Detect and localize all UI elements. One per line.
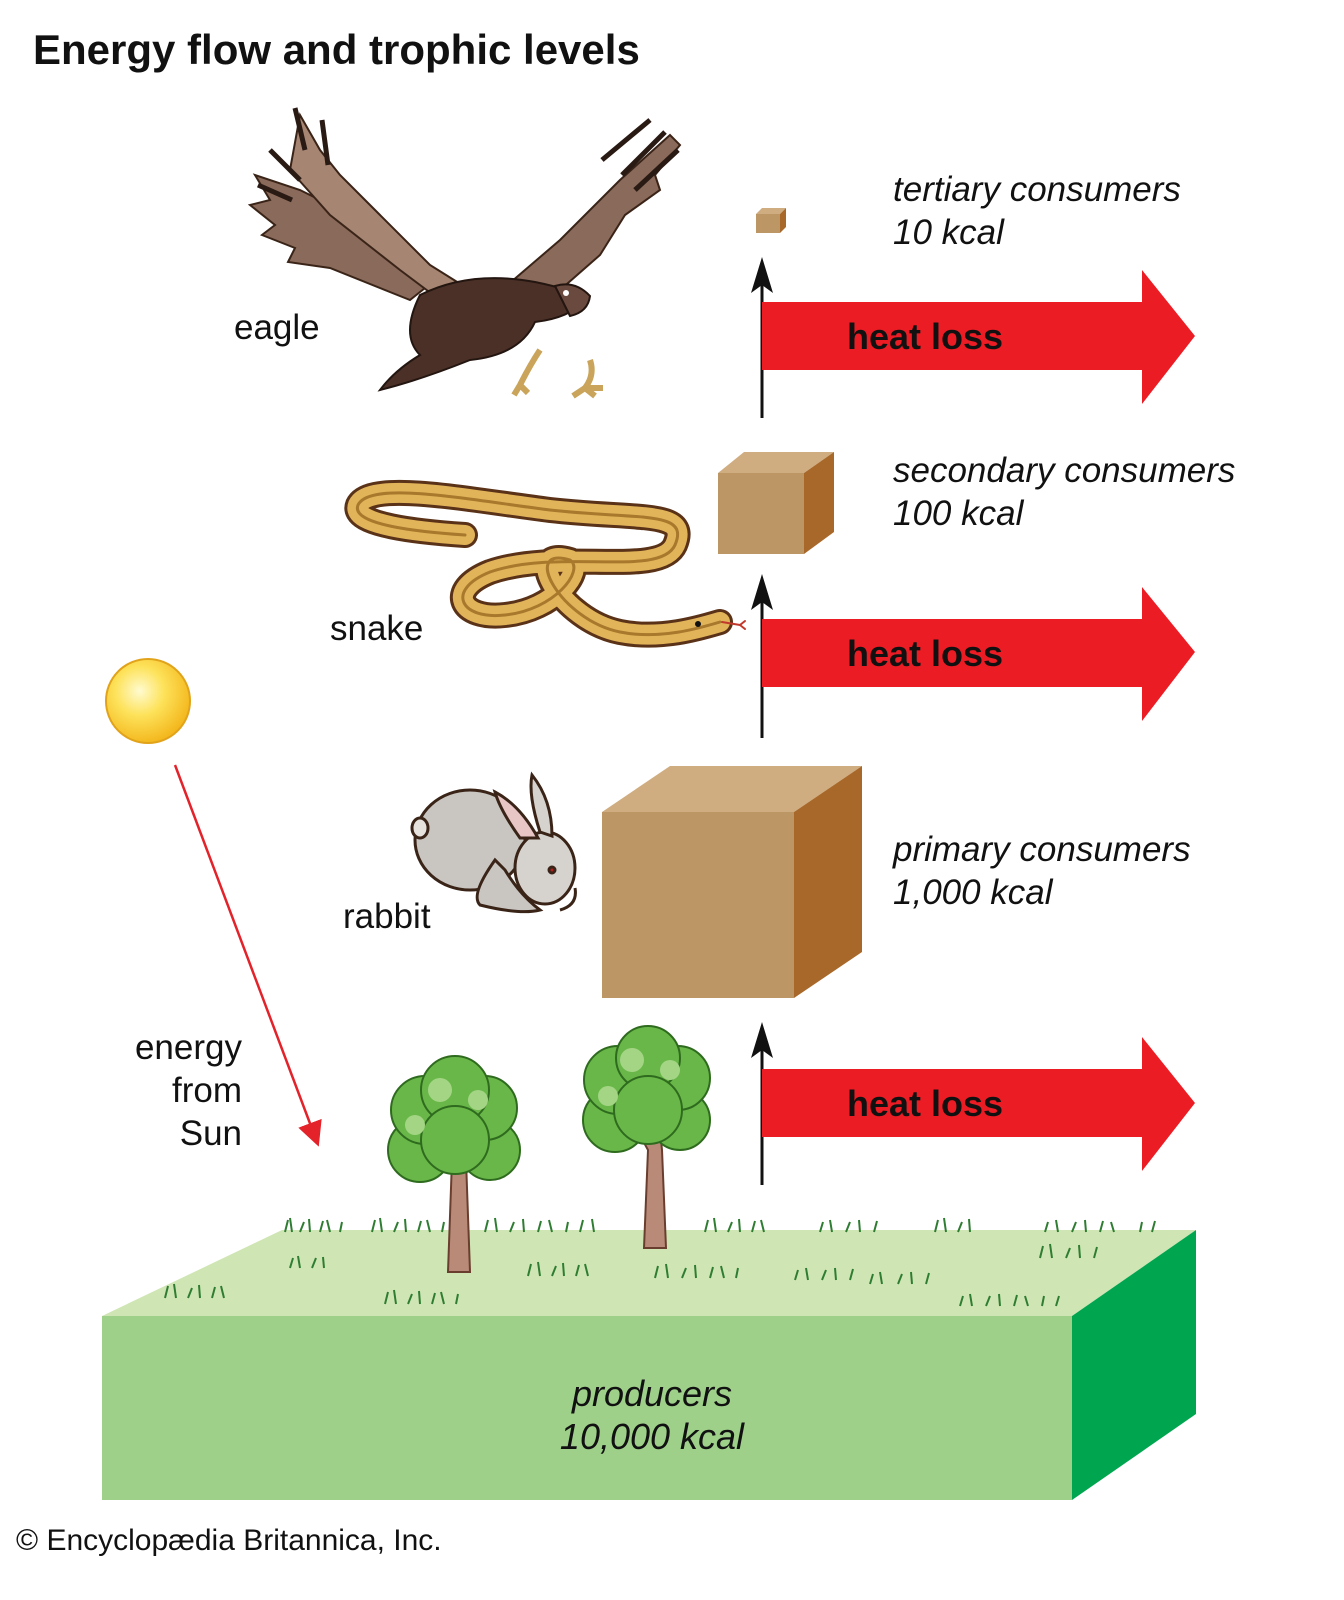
sun-label-line2: from xyxy=(172,1071,242,1110)
energy-box-tertiary xyxy=(756,208,786,233)
rabbit-illustration xyxy=(410,771,577,914)
energy-box-secondary xyxy=(718,452,834,554)
ground-side xyxy=(1072,1230,1196,1500)
rabbit-label: rabbit xyxy=(343,897,431,936)
tertiary-consumers-label: tertiary consumers 10 kcal xyxy=(893,168,1181,254)
heat-loss-arrow-primary xyxy=(762,1037,1195,1171)
secondary-consumers-label: secondary consumers 100 kcal xyxy=(893,449,1235,535)
heat-loss-label-primary: heat loss xyxy=(847,1083,1004,1124)
tree-left xyxy=(387,1055,521,1273)
sun-label-line3: Sun xyxy=(179,1114,242,1153)
heat-loss-arrow-secondary xyxy=(762,587,1195,721)
secondary-consumers-name: secondary consumers xyxy=(893,451,1236,490)
producers-name: producers xyxy=(571,1373,733,1414)
snake-label: snake xyxy=(330,609,424,648)
primary-consumers-label: primary consumers 1,000 kcal xyxy=(893,828,1191,914)
eagle-illustration xyxy=(247,107,682,399)
tertiary-consumers-name: tertiary consumers xyxy=(893,170,1181,209)
energy-up-arrows xyxy=(751,257,773,1185)
tertiary-consumers-energy: 10 kcal xyxy=(893,213,1004,252)
copyright-credit: © Encyclopædia Britannica, Inc. xyxy=(16,1524,442,1557)
primary-consumers-name: primary consumers xyxy=(893,830,1191,869)
producers-energy: 10,000 kcal xyxy=(559,1416,745,1457)
energy-from-sun-label: energy from Sun xyxy=(135,1026,242,1155)
ground-top xyxy=(102,1230,1196,1316)
heat-loss-label-secondary: heat loss xyxy=(847,633,1004,674)
producers-label: producers 10,000 kcal xyxy=(552,1372,752,1458)
heat-loss-label-tertiary: heat loss xyxy=(847,316,1004,357)
sun-energy-arrow xyxy=(173,764,322,1147)
page-title: Energy flow and trophic levels xyxy=(33,26,640,73)
sun-icon xyxy=(105,658,191,744)
heat-loss-arrow-tertiary xyxy=(762,270,1195,404)
eagle-label: eagle xyxy=(234,308,320,347)
tree-right xyxy=(582,1025,711,1249)
sun-label-line1: energy xyxy=(134,1028,242,1067)
secondary-consumers-energy: 100 kcal xyxy=(893,494,1024,533)
ground-front xyxy=(102,1316,1072,1500)
producers-ground-block xyxy=(102,1230,1196,1500)
energy-box-primary xyxy=(602,766,862,998)
primary-consumers-energy: 1,000 kcal xyxy=(893,873,1053,912)
grass-tufts xyxy=(164,1217,1156,1307)
snake-illustration xyxy=(344,479,746,648)
